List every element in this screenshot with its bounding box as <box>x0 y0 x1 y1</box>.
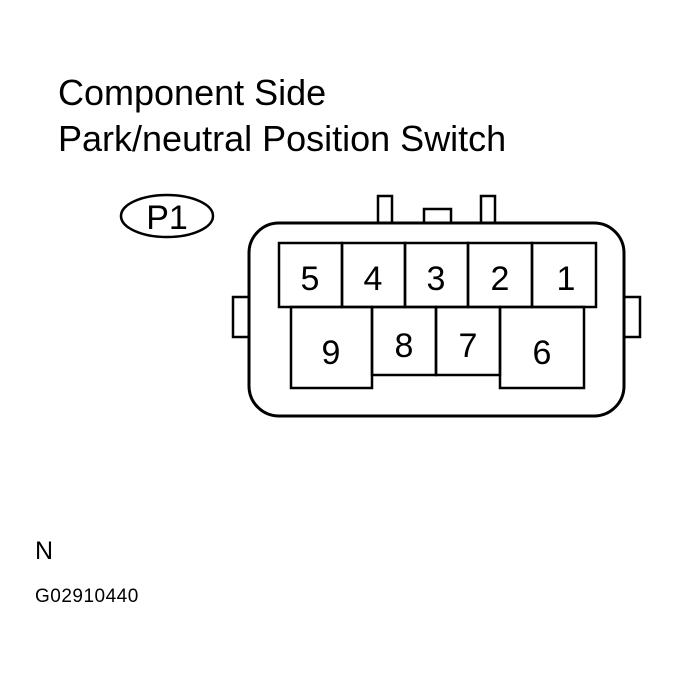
connector-label-text: P1 <box>146 199 188 237</box>
tab-left <box>376 194 394 226</box>
pin-number: 2 <box>491 260 510 298</box>
pin-cell-6 <box>498 305 586 390</box>
pin-number: 4 <box>364 260 383 298</box>
pin-number: 6 <box>533 334 552 372</box>
figure-id: G02910440 <box>35 586 139 607</box>
bottom-row-cells <box>289 305 586 390</box>
pin-number: 3 <box>427 260 446 298</box>
tab-side-left <box>231 295 251 339</box>
diagram-title-line1: Component Side <box>58 72 327 113</box>
tab-right <box>479 194 497 226</box>
diagram-title-line2: Park/neutral Position Switch <box>58 118 507 159</box>
pin-number: 7 <box>459 327 478 365</box>
connector-label: P1 <box>119 193 215 239</box>
tab-side-right <box>622 295 642 339</box>
pin-number: 5 <box>301 260 320 298</box>
top-row-numbers: 5 4 3 2 1 <box>301 260 576 298</box>
orientation-label: N <box>35 537 54 565</box>
pin-number: 1 <box>557 260 576 298</box>
pin-number: 9 <box>322 334 341 372</box>
bottom-row-numbers: 9 8 7 6 <box>322 327 552 372</box>
pin-number: 8 <box>395 327 414 365</box>
